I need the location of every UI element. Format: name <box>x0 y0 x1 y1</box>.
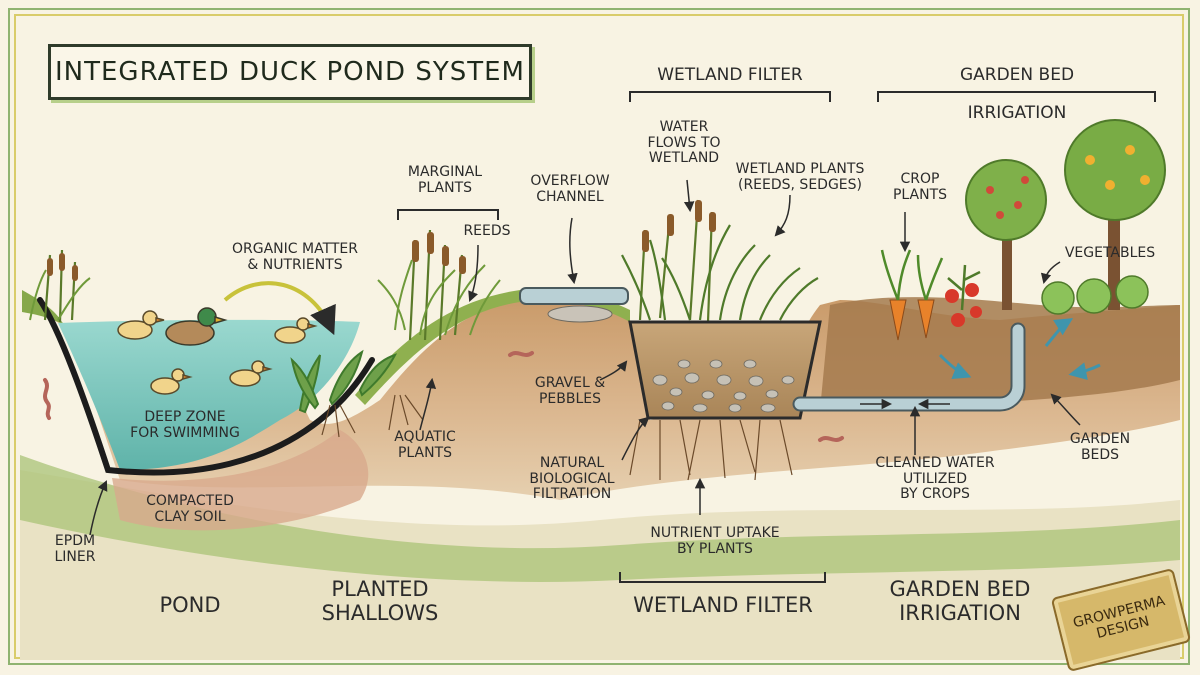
reed-leaves-icon <box>29 259 501 336</box>
flow-arrows <box>938 318 1101 381</box>
tomato-plant-icon <box>945 264 982 327</box>
vegetables-label: VEGETABLES <box>1064 245 1156 261</box>
mallard-duck-icon <box>165 307 228 346</box>
topsoil-right <box>820 297 1180 410</box>
epdm-liner-label: EPDM LINER <box>54 533 96 565</box>
wetland-plants-icon <box>621 224 819 321</box>
water-flows-label: WATER FLOWS TO WETLAND <box>647 119 721 167</box>
clay-layer <box>112 430 369 531</box>
section-pond: POND <box>159 593 221 617</box>
crop-plants-label: CROP PLANTS <box>892 171 948 203</box>
overflow-channel-label: OVERFLOW CHANNEL <box>530 173 610 205</box>
page-title: INTEGRATED DUCK POND SYSTEM <box>48 44 532 100</box>
cleaned-water-label: CLEANED WATER UTILIZED BY CROPS <box>875 455 995 503</box>
irrigation-pipe-icon <box>792 322 1026 412</box>
epdm-liner <box>37 297 375 476</box>
wetland-filter-header: WETLAND FILTER <box>657 65 803 85</box>
aquatic-plants-label: AQUATIC PLANTS <box>394 429 456 461</box>
compacted-clay-label: COMPACTED CLAY SOIL <box>146 493 234 525</box>
section-wetland-filter: WETLAND FILTER <box>633 593 813 617</box>
duck-icon <box>117 310 318 395</box>
deep-zone-label: DEEP ZONE FOR SWIMMING <box>130 409 240 441</box>
gravel-label: GRAVEL & PEBBLES <box>534 375 606 407</box>
wetland-plants-label: WETLAND PLANTS (REEDS, SEDGES) <box>735 161 865 193</box>
cattail-heads <box>47 200 716 281</box>
roots-icon <box>321 394 793 481</box>
carrot-icon <box>880 249 944 341</box>
nutrient-uptake-label: NUTRIENT UPTAKE BY PLANTS <box>650 525 780 557</box>
leader-arrows <box>89 179 1081 536</box>
fruit-tree-icon <box>965 119 1166 310</box>
pipe-icon <box>519 287 629 323</box>
lettuce-icon <box>1041 275 1149 315</box>
logo-text: GROWPERMA DESIGN <box>1071 592 1167 643</box>
nutrient-arrow <box>223 281 336 336</box>
section-planted-shallows: PLANTED SHALLOWS <box>321 577 439 625</box>
irrigation-header: IRRIGATION <box>967 103 1067 123</box>
outer-border <box>8 8 1190 665</box>
gravel-layer <box>652 359 795 413</box>
wetland-basin <box>628 320 822 420</box>
worm-icon <box>43 351 844 442</box>
marginal-plants-label: MARGINAL PLANTS <box>407 164 483 196</box>
section-brackets <box>397 91 1156 583</box>
organic-matter-label: ORGANIC MATTER & NUTRIENTS <box>232 241 358 273</box>
reeds-label: REEDS <box>463 223 511 239</box>
section-garden-bed-irrigation: GARDEN BED IRRIGATION <box>889 577 1031 625</box>
garden-beds-label: GARDEN BEDS <box>1069 431 1131 463</box>
aquatic-plants-icon <box>290 349 398 414</box>
pond-water <box>58 319 360 470</box>
natural-filtration-label: NATURAL BIOLOGICAL FILTRATION <box>529 455 615 503</box>
garden-bed-header: GARDEN BED <box>959 65 1075 85</box>
grass-strip <box>20 455 1180 582</box>
